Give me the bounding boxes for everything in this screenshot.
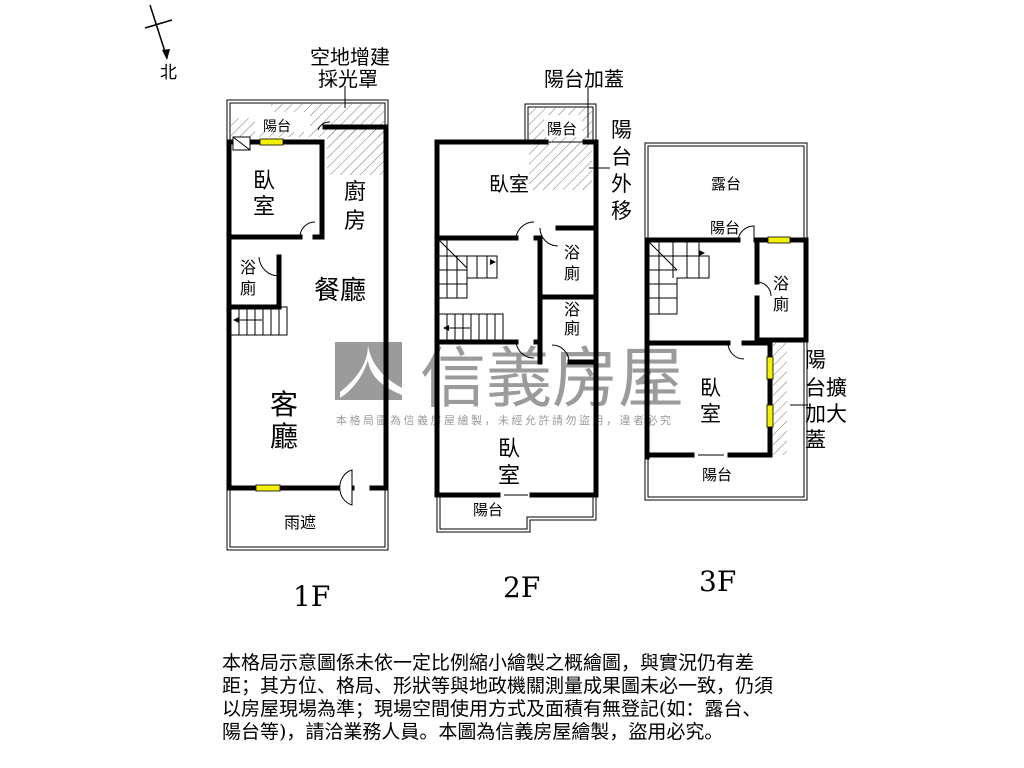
watermark-brand: 信義房屋	[420, 340, 684, 417]
window-icon	[767, 236, 791, 244]
room-label: 陽台	[710, 219, 740, 237]
room-label: 室	[498, 464, 520, 489]
annotation: 空地增建	[310, 45, 390, 69]
room-label: 陽台	[473, 501, 503, 519]
annotation: 台擴	[805, 376, 847, 400]
door-icon	[539, 227, 559, 247]
disclaimer-line: 陽台等)，請洽業務人員。本圖為信義房屋繪製，盜用必究。	[222, 721, 724, 743]
window-icon	[259, 138, 284, 146]
annotation: 台	[611, 145, 632, 169]
room-label: 客	[270, 388, 298, 421]
annotation: 陽台加蓋	[544, 67, 624, 91]
window-icon	[255, 484, 281, 492]
north-label: 北	[160, 63, 177, 83]
room-label: 陽台	[547, 120, 577, 138]
disclaimer-line: 距；其方位、格局、形狀等與地政機關測量成果圖未必一致，仍須	[222, 675, 774, 697]
watermark: 信義房屋 本格局圖為信義房屋繪製，未經允許請勿盜用，違者必究	[335, 340, 684, 427]
watermark-notice: 本格局圖為信義房屋繪製，未經允許請勿盜用，違者必究	[336, 413, 674, 427]
floor-2f: 陽台 臥室 浴 廁 浴 廁 臥 室 陽台 陽台加蓋 陽 台 外 移 2F	[434, 67, 632, 604]
room-label: 臥室	[489, 172, 529, 196]
door-icon	[727, 342, 745, 360]
room-label: 室	[700, 402, 721, 426]
door-icon	[756, 281, 772, 297]
room-label: 廁	[773, 295, 789, 314]
room-label: 廁	[240, 279, 256, 298]
north-arrow-icon	[144, 4, 173, 60]
floor-3f: 露台 陽台 浴 廁 臥 室 陽台 陽 台擴 加大 蓋 3F	[644, 142, 847, 598]
door-icon	[551, 344, 570, 363]
room-label: 廚	[344, 180, 366, 205]
floor-title: 2F	[503, 571, 540, 604]
room-label: 雨遮	[284, 513, 316, 532]
room-label: 浴	[564, 243, 580, 262]
room-label: 浴	[564, 300, 580, 319]
room-label: 廁	[564, 264, 580, 283]
floor-title: 3F	[699, 565, 736, 598]
room-label: 浴	[773, 274, 789, 293]
room-label: 臥	[700, 376, 721, 400]
room-label: 露台	[711, 175, 741, 193]
room-label: 陽台	[263, 119, 291, 135]
floor-title: 1F	[293, 580, 330, 613]
stairs-icon	[230, 306, 288, 336]
room-label: 浴	[240, 258, 256, 277]
window-icon	[766, 404, 774, 428]
room-label: 室	[253, 195, 275, 220]
door-icon	[317, 121, 331, 131]
room-label: 餐廳	[314, 276, 366, 306]
annotation: 外	[611, 172, 632, 196]
annotation: 陽	[805, 348, 826, 372]
stairs-icon	[438, 239, 504, 342]
door-icon	[515, 341, 535, 359]
floor-1f: 陽台 臥 室 廚 房 浴 廁 餐廳 客 廳 雨遮 空地增建 採光罩 1F	[226, 45, 390, 613]
room-label: 廁	[564, 319, 580, 338]
disclaimer-line: 以房屋現場為準；現場空間使用方式及面積有無登記(如：露台、	[222, 698, 762, 720]
room-label: 陽台	[702, 466, 732, 484]
annotation: 蓋	[805, 428, 826, 452]
annotation: 採光罩	[318, 67, 378, 91]
room-label: 廳	[270, 420, 298, 453]
disclaimer-line: 本格局示意圖係未依一定比例縮小繪製之概繪圖，與實況仍有差	[222, 652, 755, 674]
door-icon	[339, 469, 353, 506]
door-icon	[737, 225, 755, 241]
annotation: 加大	[805, 402, 847, 426]
annotation: 陽	[611, 118, 632, 142]
door-icon	[299, 221, 316, 238]
room-label: 臥	[253, 169, 275, 194]
annotation: 移	[611, 199, 632, 223]
door-icon	[515, 221, 535, 239]
room-label: 房	[344, 209, 366, 234]
door-icon	[258, 256, 280, 277]
window-icon	[766, 356, 774, 380]
stairs-icon	[648, 241, 710, 315]
room-label: 臥	[498, 437, 520, 462]
disclaimer: 本格局示意圖係未依一定比例縮小繪製之概繪圖，與實況仍有差 距；其方位、格局、形狀…	[222, 652, 862, 744]
